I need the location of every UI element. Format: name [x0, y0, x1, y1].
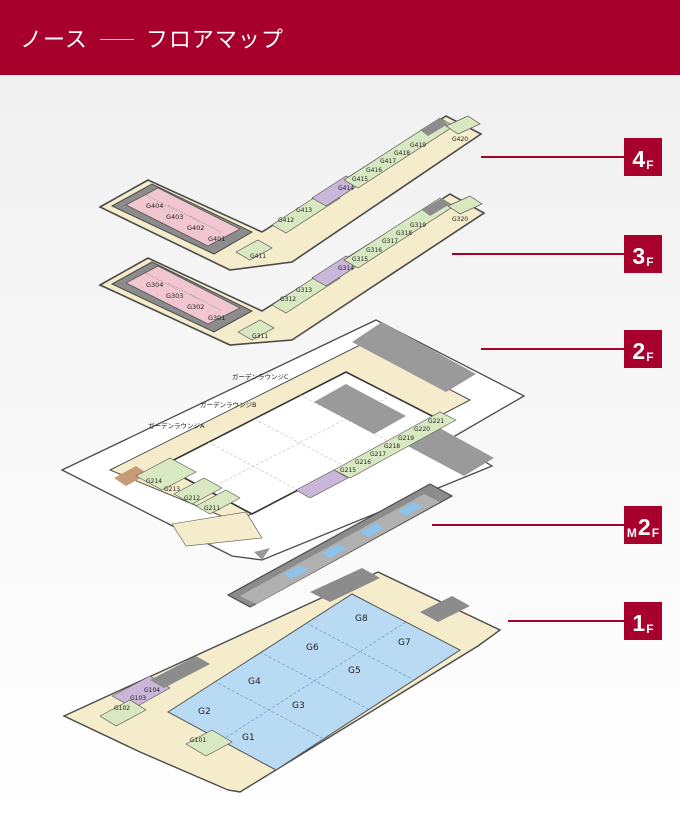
floor-m2f-suffix: F: [651, 526, 660, 540]
room-label: G403: [166, 213, 183, 221]
hall-label: G8: [355, 614, 368, 624]
room-label: G402: [187, 224, 204, 232]
room-label: G101: [190, 737, 206, 744]
room-label: G419: [410, 142, 426, 149]
room-label: G413: [296, 207, 312, 214]
lounge-label: ガーデンラウンジB: [200, 400, 256, 409]
floor-4f-number: 4: [632, 146, 646, 172]
room-label: G301: [208, 314, 225, 322]
hall-label: G5: [348, 666, 361, 676]
hall-label: G6: [306, 643, 319, 653]
room-label: G415: [352, 176, 368, 183]
floor-4f-suffix: F: [646, 158, 654, 172]
room-label: G401: [208, 235, 225, 243]
floor-m2f-prefix: M: [626, 526, 637, 540]
room-label: G311: [252, 333, 268, 340]
room-label: G416: [366, 167, 382, 174]
room-label: G304: [146, 281, 163, 289]
room-label: G312: [280, 296, 296, 303]
room-label: G303: [166, 292, 183, 300]
room-label: G302: [187, 303, 204, 311]
room-label: G315: [352, 256, 368, 263]
floor-1f-suffix: F: [646, 622, 654, 636]
room-label: G102: [114, 705, 130, 712]
floor-3f-plan[interactable]: G304 G303 G302 G301 G311 G312 G313 G314 …: [98, 193, 486, 346]
room-label: G417: [380, 158, 396, 165]
room-label: G319: [410, 222, 426, 229]
hall-label: G1: [242, 733, 255, 743]
title-building: ノース: [20, 28, 88, 53]
floor-3f-suffix: F: [646, 255, 654, 269]
room-label: G418: [394, 150, 410, 157]
room-label: G217: [370, 451, 386, 458]
page-header: ノース フロアマップ: [0, 0, 680, 75]
room-label: G211: [204, 505, 220, 512]
floor-2f-suffix: F: [646, 350, 654, 364]
room-label: G104: [144, 687, 160, 694]
lounge-label: ガーデンラウンジA: [148, 421, 205, 430]
room-label: G221: [428, 418, 444, 425]
room-label: G214: [146, 478, 162, 485]
floor-m2f-number: 2: [637, 514, 651, 540]
room-label: G316: [366, 247, 382, 254]
room-label: G103: [130, 695, 146, 702]
lounge-label: ガーデンラウンジC: [232, 372, 289, 381]
room-label: G218: [384, 443, 400, 450]
room-label: G412: [278, 217, 294, 224]
room-label: G317: [382, 238, 398, 245]
room-label: G219: [398, 435, 414, 442]
page-title: ノース フロアマップ: [20, 22, 284, 54]
room-label: G420: [452, 136, 468, 143]
floor-4f-plan[interactable]: G404 G403 G402 G401 G411 G412 G413 G414 …: [98, 115, 483, 271]
room-label: G213: [164, 486, 180, 493]
floor-3f-number: 3: [632, 243, 646, 269]
title-divider: [99, 38, 134, 40]
title-floormap: フロアマップ: [145, 28, 284, 53]
hall-label: G4: [248, 677, 261, 687]
floor-2f-leader: [481, 348, 624, 350]
floor-4f-leader: [481, 156, 624, 158]
room-label: G215: [340, 467, 356, 474]
hall-label: G2: [198, 707, 211, 717]
floor-2f-number: 2: [632, 338, 646, 364]
floor-3f-leader: [452, 253, 624, 255]
floor-1f-number: 1: [632, 610, 646, 636]
room-label: G313: [296, 287, 312, 294]
room-label: G220: [414, 426, 430, 433]
room-label: G414: [338, 185, 354, 192]
room-label: G404: [146, 202, 163, 210]
room-label: G216: [355, 459, 371, 466]
room-label: G318: [396, 230, 412, 237]
floor-1f-leader: [508, 620, 624, 622]
floor-m2f-plan[interactable]: [226, 483, 454, 608]
room-label: G212: [184, 495, 200, 502]
room-label: G314: [338, 265, 354, 272]
room-label: G320: [452, 216, 468, 223]
floor-1f-plan[interactable]: G1 G2 G3 G4 G5 G6 G7 G8 G101 G102 G103 G…: [62, 568, 502, 793]
hall-label: G3: [292, 701, 305, 711]
floor-m2f-leader: [432, 524, 624, 526]
room-label: G411: [250, 253, 266, 260]
hall-label: G7: [398, 638, 411, 648]
